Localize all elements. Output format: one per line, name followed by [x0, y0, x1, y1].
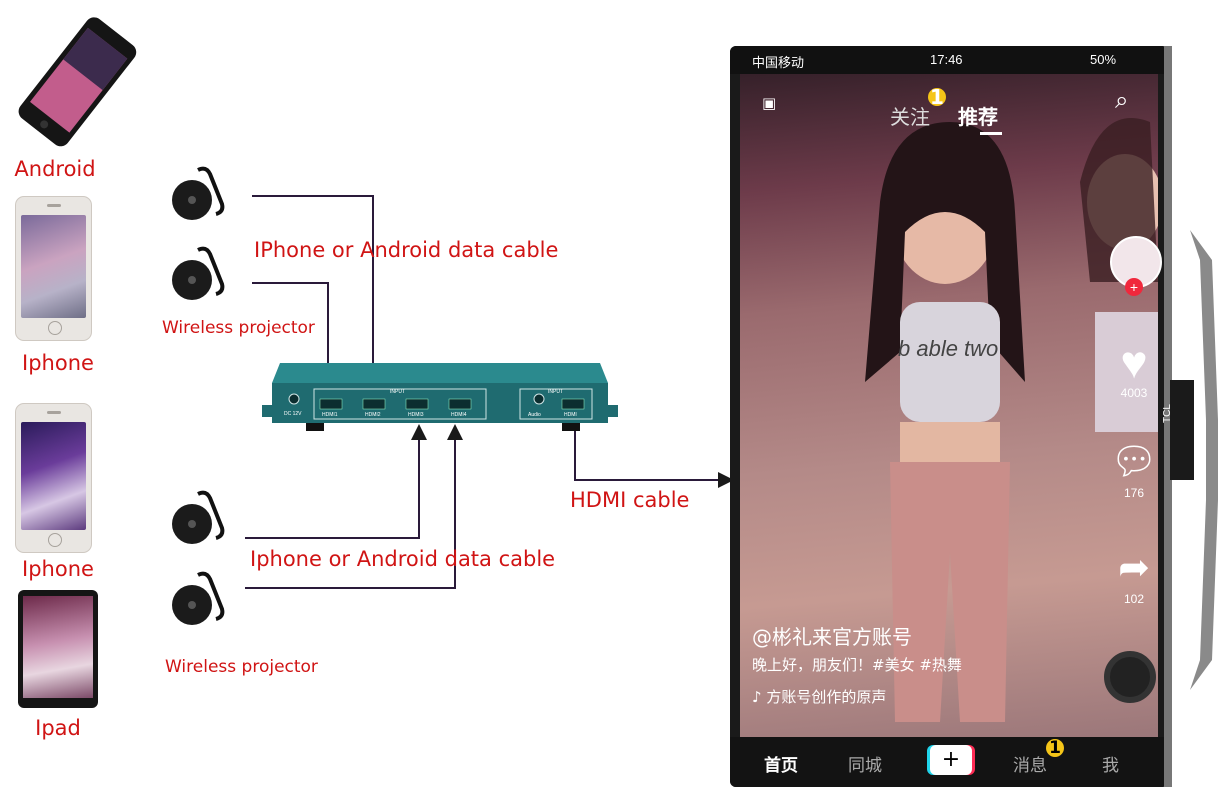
wireless-projector-icon	[172, 490, 225, 544]
iphone-1	[15, 196, 92, 341]
cable-line-top-1	[252, 195, 381, 392]
avatar[interactable]: +	[1110, 236, 1162, 296]
tab-underline	[980, 132, 1002, 135]
video-username[interactable]: @彬礼来官方账号	[752, 625, 912, 649]
video-frame	[740, 54, 1158, 787]
bottom-nav: 首页 同城 + 消息 1 我	[730, 737, 1168, 787]
like-button[interactable]: ♥ 4003	[1110, 338, 1158, 400]
switcher-hdmi4-label: HDMI4	[451, 412, 467, 418]
nav-messages-badge: 1	[1046, 739, 1064, 757]
share-icon: ➦	[1118, 547, 1150, 589]
home-button-icon	[47, 533, 62, 547]
hdmi-switcher: INPUT INPUT DC 12V HDMI1 HDMI2 HDMI3 HDM…	[262, 355, 618, 435]
switcher-body	[262, 363, 618, 431]
data-cable-label-bottom: Iphone or Android data cable	[250, 547, 556, 571]
data-cable-label-top: IPhone or Android data cable	[254, 238, 559, 262]
status-battery: 50%	[1090, 52, 1117, 67]
status-time: 17:46	[930, 52, 963, 67]
heart-icon: ♥	[1120, 336, 1148, 388]
switcher-input-header: INPUT	[390, 389, 405, 395]
tv-side-bar	[1164, 46, 1172, 787]
shirt-text: b able two	[898, 336, 999, 361]
tab-follow[interactable]: 关注	[890, 105, 930, 129]
nav-add-button[interactable]: +	[930, 745, 972, 775]
iphone-1-label: Iphone	[22, 351, 94, 375]
share-count: 102	[1123, 592, 1145, 606]
comment-button[interactable]: 💬︎ 176	[1110, 438, 1158, 500]
switcher-hdmi2-label: HDMI2	[365, 412, 381, 418]
nav-home[interactable]: 首页	[764, 756, 798, 776]
share-button[interactable]: ➦ 102	[1110, 544, 1158, 606]
status-bar: 中国移动 17:46 50%	[730, 46, 1168, 74]
search-icon[interactable]: ⌕	[1115, 86, 1129, 114]
android-phone-icon	[18, 17, 137, 147]
iphone-2-label: Iphone	[22, 557, 94, 581]
wireless-projector-label-top: Wireless projector	[162, 318, 315, 338]
switcher-hdmi1-label: HDMI1	[322, 412, 338, 418]
tab-follow-badge: 1	[928, 87, 946, 107]
display-screen: 中国移动 17:46 50% 关注 1 推荐 ⌕ ▣ b able two + …	[730, 46, 1168, 787]
switcher-audio-label: Audio	[528, 412, 541, 418]
video-caption: 晚上好，朋友们！#美女 #热舞	[752, 656, 962, 674]
tab-recommend[interactable]: 推荐	[958, 105, 998, 129]
hdmi-cable-label: HDMI cable	[570, 488, 690, 512]
ipad	[18, 590, 98, 708]
home-button-icon	[47, 321, 62, 335]
cable-line-top-2	[252, 282, 336, 392]
nav-messages[interactable]: 消息	[1013, 756, 1047, 776]
nav-me[interactable]: 我	[1102, 756, 1119, 776]
wireless-projector-icon	[172, 166, 225, 220]
comment-icon: 💬︎	[1110, 441, 1159, 483]
wireless-projector-icon	[172, 571, 225, 625]
hdmi-line	[574, 428, 734, 488]
comment-count: 176	[1123, 486, 1145, 500]
switcher-power-label: DC 12V	[284, 411, 302, 417]
tv-brand-label: TCL	[1161, 404, 1173, 423]
like-count: 4003	[1120, 386, 1148, 400]
android-label: Android	[14, 157, 96, 181]
tv-stand	[1170, 230, 1218, 690]
ipad-label: Ipad	[35, 716, 81, 740]
live-icon[interactable]: ▣	[762, 94, 777, 112]
iphone-2	[15, 403, 92, 553]
status-carrier: 中国移动	[752, 55, 805, 70]
video-music[interactable]: ♪ 方账号创作的原声	[752, 688, 887, 706]
cable-line-bottom-1	[245, 424, 427, 539]
switcher-output-header: INPUT	[548, 389, 563, 395]
music-disc-icon[interactable]	[1104, 651, 1156, 703]
android-phone	[15, 12, 137, 152]
cable-line-bottom-2	[245, 424, 463, 589]
switcher-hdmi-out-label: HDMI	[564, 412, 577, 418]
nav-local[interactable]: 同城	[848, 756, 882, 776]
wireless-projector-icon	[172, 246, 225, 300]
wireless-projector-label-bottom: Wireless projector	[165, 657, 318, 677]
switcher-hdmi3-label: HDMI3	[408, 412, 424, 418]
